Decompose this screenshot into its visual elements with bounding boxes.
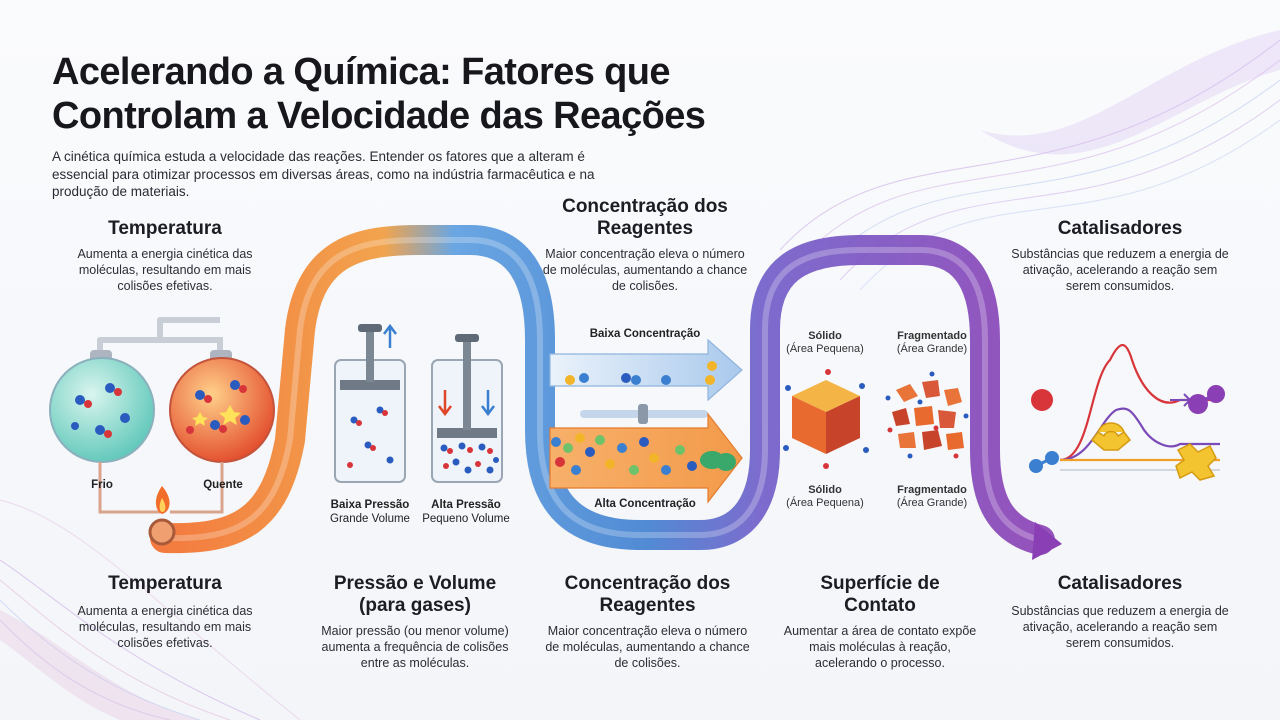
surface-illustration — [783, 369, 969, 469]
pressure-illustration — [334, 323, 503, 483]
burner-icon — [148, 518, 176, 546]
bottom-concentration-heading: Concentração dos Reagentes — [564, 573, 731, 616]
bottom-pressure-text: Maior pressão (ou menor volume) aumenta … — [321, 624, 509, 670]
bottom-surface-text: Aumentar a área de contato expõe mais mo… — [783, 624, 977, 670]
catalyst-enzyme-icon — [1090, 422, 1132, 451]
bottom-temperature-text: Aumenta a energia cinética das moléculas… — [77, 604, 253, 650]
hot-flask — [169, 357, 275, 463]
uncatalyzed-curve — [1059, 343, 1220, 462]
solid-bottom-label: Sólido(Área Pequena) — [786, 484, 864, 509]
fragmented-top-label: Fragmentado(Área Grande) — [896, 330, 968, 355]
bottom-surface-heading: Superfície de Contato — [820, 573, 940, 616]
low-concentration-label: Baixa Concentração — [589, 328, 701, 340]
low-pressure-cylinder — [334, 323, 406, 483]
fragmented-bottom-label: Fragmentado(Área Grande) — [896, 484, 968, 509]
concentration-illustration — [549, 338, 743, 504]
bottom-temperature-heading: Temperatura — [108, 573, 222, 594]
solid-cube — [783, 369, 869, 469]
top-concentration-heading: Concentração dos Reagentes — [562, 196, 728, 239]
product-piece-icon — [1175, 443, 1217, 481]
catalyst-illustration — [1029, 343, 1225, 481]
concentration-slider-handle — [638, 404, 648, 424]
high-pressure-cylinder — [431, 334, 503, 483]
hot-label: Quente — [203, 479, 243, 491]
top-temperature-heading: Temperatura — [108, 218, 222, 239]
top-catalysts-text: Substâncias que reduzem a energia de ati… — [1011, 247, 1229, 293]
bottom-catalysts-heading: Catalisadores — [1057, 573, 1183, 594]
top-temperature-text: Aumenta a energia cinética das moléculas… — [77, 247, 253, 293]
page-title: Acelerando a Química: Fatores que Contro… — [52, 51, 706, 137]
bottom-pressure-heading: Pressão e Volume (para gases) — [333, 573, 497, 616]
top-concentration-text: Maior concentração eleva o número de mol… — [542, 247, 748, 293]
catalyzed-curve — [1059, 407, 1220, 462]
intro-text: A cinética química estuda a velocidade d… — [52, 149, 595, 199]
reactant-molecule-icon — [1031, 389, 1053, 411]
low-concentration-arrow — [549, 338, 743, 402]
bottom-catalysts-text: Substâncias que reduzem a energia de ati… — [1011, 604, 1229, 650]
fragmented-pieces — [885, 371, 969, 459]
temperature-illustration — [49, 317, 275, 546]
top-catalysts-heading: Catalisadores — [1057, 218, 1183, 239]
high-concentration-label: Alta Concentração — [594, 498, 696, 510]
solid-top-label: Sólido(Área Pequena) — [786, 330, 864, 355]
bottom-concentration-text: Maior concentração eleva o número de mol… — [545, 624, 750, 670]
cold-flask — [49, 357, 155, 463]
cold-label: Frio — [91, 479, 113, 491]
